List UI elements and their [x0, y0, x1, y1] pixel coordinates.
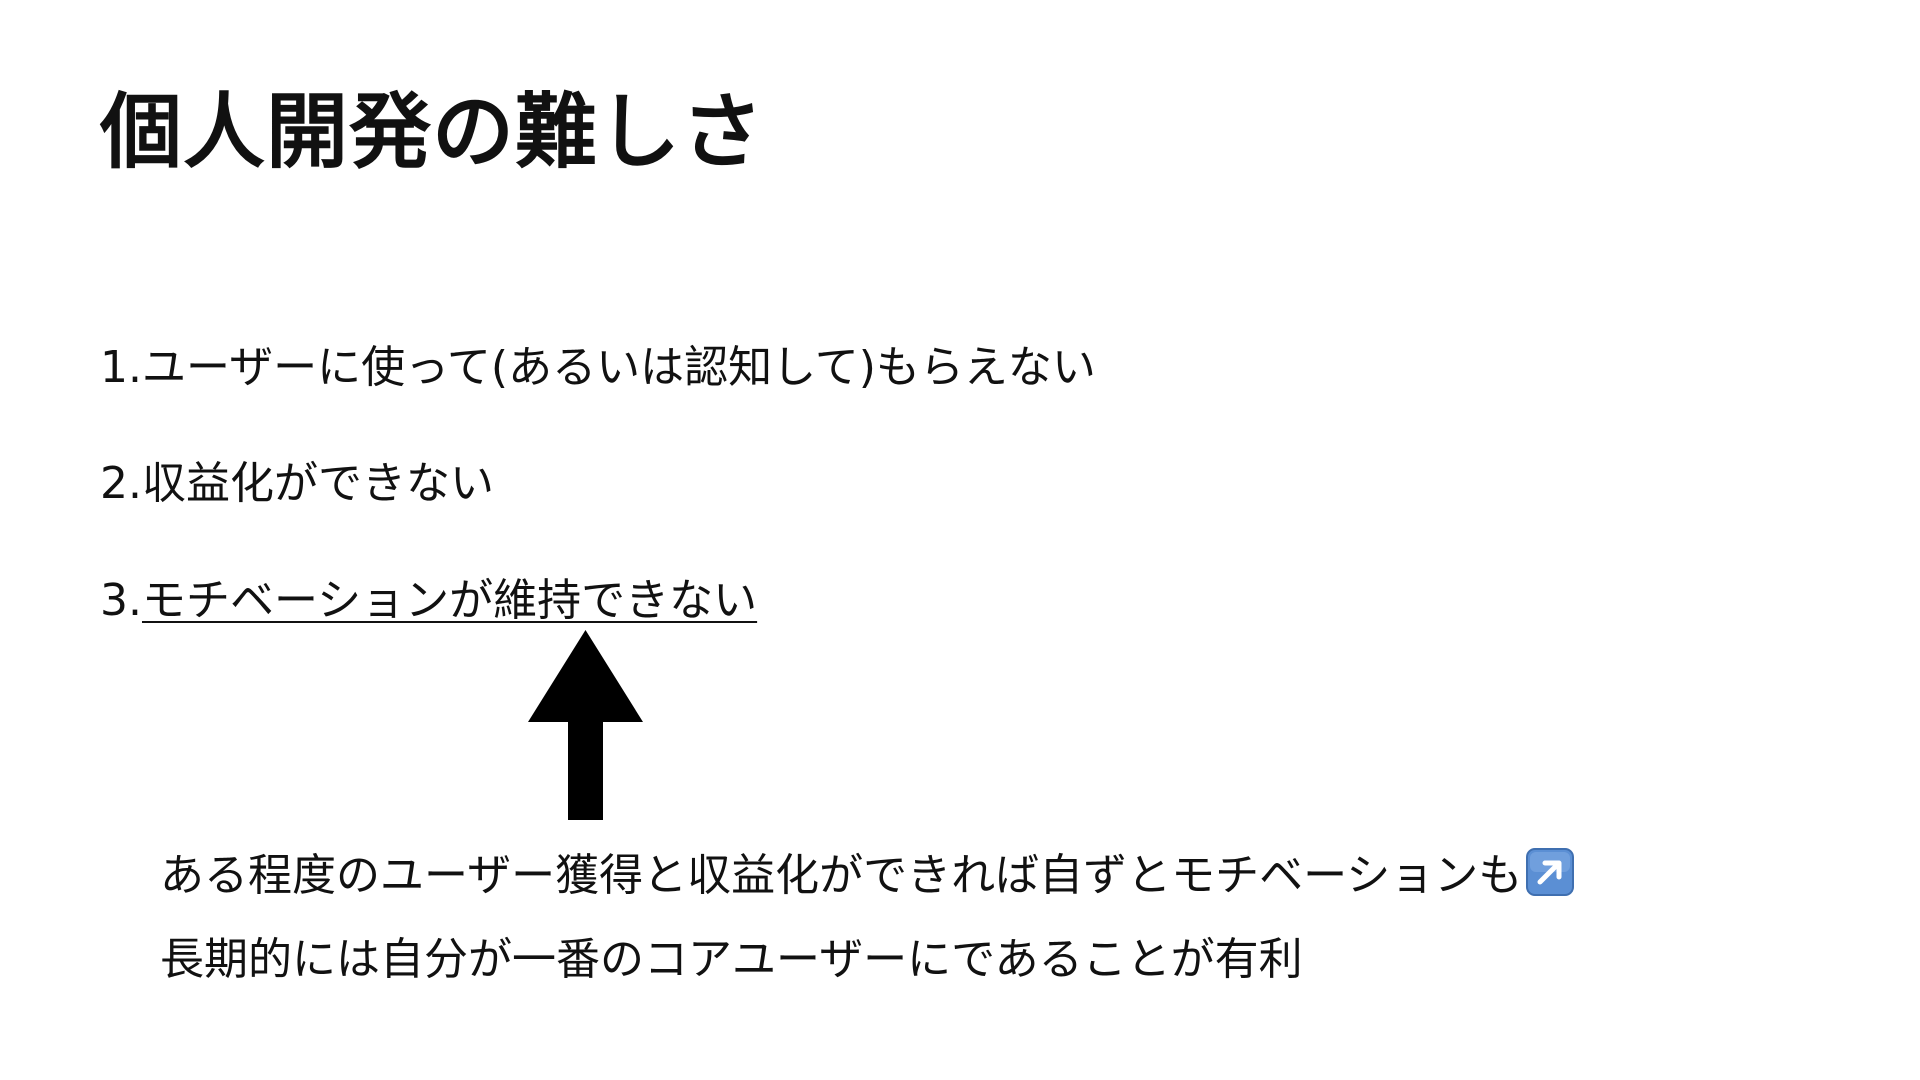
- note-line-2: 長期的には自分が一番のコアユーザーにであることが有利: [160, 934, 1303, 987]
- list-item-text-underlined: モチベーションが維持できない: [141, 575, 758, 626]
- list-item-number: 3.: [100, 575, 142, 626]
- list-item-1: 1.ユーザーに使って(あるいは認知して)もらえない: [100, 342, 1096, 395]
- up-arrow-icon: [528, 630, 643, 820]
- note-text: 長期的には自分が一番のコアユーザーにであることが有利: [160, 934, 1303, 985]
- slide-title: 個人開発の難しさ: [100, 85, 765, 180]
- note-line-1: ある程度のユーザー獲得と収益化ができれば自ずとモチベーションも: [160, 848, 1575, 903]
- list-item-text: 収益化ができない: [141, 458, 494, 509]
- list-item-2: 2.収益化ができない: [100, 458, 494, 511]
- list-item-number: 2.: [100, 458, 142, 509]
- list-item-3: 3.モチベーションが維持できない: [100, 575, 757, 628]
- list-item-text: ユーザーに使って(あるいは認知して)もらえない: [141, 342, 1096, 393]
- up-right-arrow-icon: [1526, 848, 1575, 896]
- list-item-number: 1.: [100, 342, 142, 393]
- note-text: ある程度のユーザー獲得と収益化ができれば自ずとモチベーションも: [160, 850, 1523, 901]
